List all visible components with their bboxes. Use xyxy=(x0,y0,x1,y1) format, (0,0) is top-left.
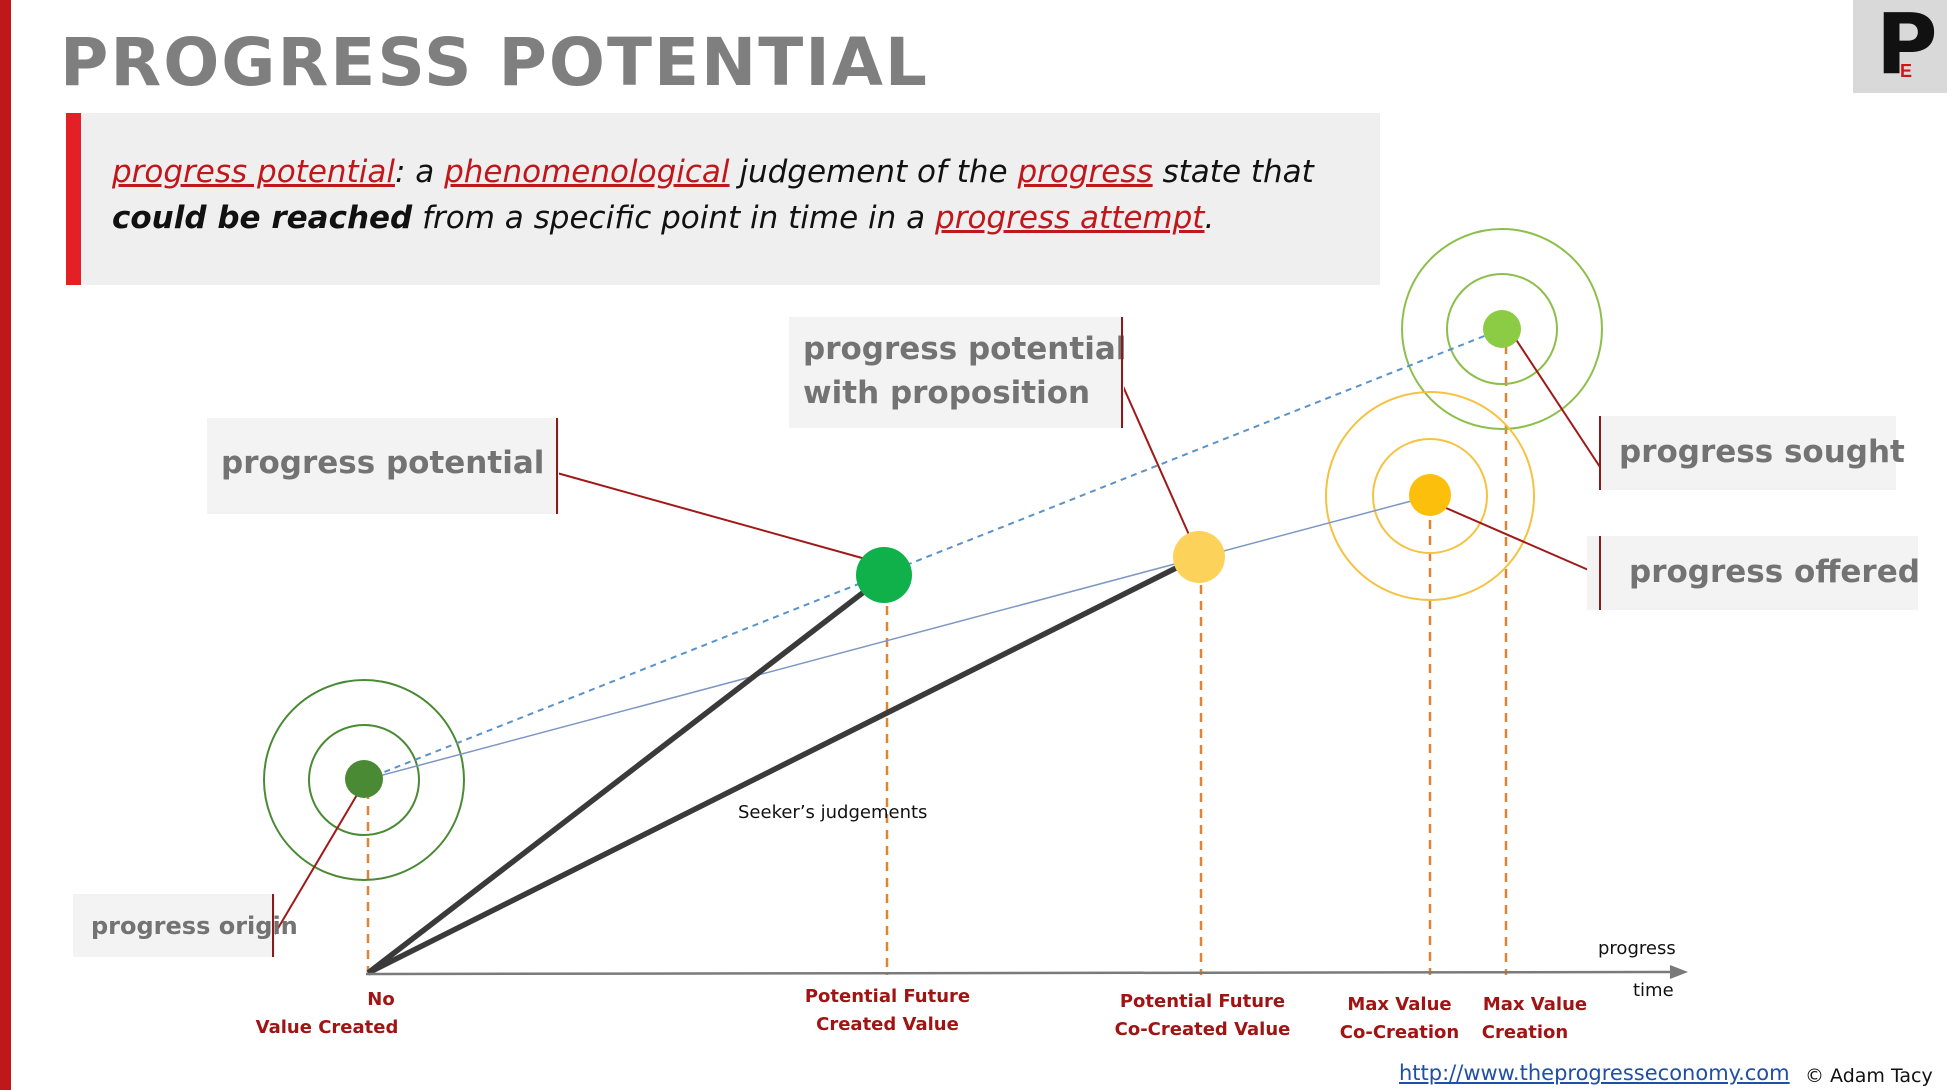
callout-line-sought xyxy=(1514,337,1601,468)
progress-origin-node xyxy=(345,760,383,798)
tick-label-max-cocreation: Max Value Co-Creation xyxy=(1339,994,1460,1043)
logo-letter: P xyxy=(1876,0,1938,93)
tick-label-max-creation: Max Value Creation xyxy=(1481,994,1588,1043)
term-link-progress-potential[interactable]: progress potential xyxy=(112,154,395,190)
progress-proposition-node xyxy=(1173,531,1225,583)
progress-sought-node xyxy=(1483,310,1521,348)
label-progress-sought: progress sought xyxy=(1599,416,1905,490)
time-axis-line xyxy=(365,970,1677,976)
term-link-progress[interactable]: progress xyxy=(1017,154,1153,190)
term-link-progress-attempt[interactable]: progress attempt xyxy=(935,200,1205,236)
sought-inner-ring xyxy=(1446,273,1558,385)
logo-sub-letter: E xyxy=(1900,61,1913,81)
label-progress-potential: progress potential xyxy=(207,418,559,514)
sought-outer-ring xyxy=(1401,228,1603,430)
term-link-phenomenological[interactable]: phenomenological xyxy=(444,154,730,190)
definition-accent-bar xyxy=(66,113,81,285)
axis-label-progress: progress xyxy=(1598,938,1676,959)
callout-line-potential xyxy=(556,472,881,564)
offered-outer-ring xyxy=(1325,391,1535,601)
seeker-judgement-line-potential xyxy=(366,575,884,976)
callout-line-origin xyxy=(273,782,365,936)
offered-thin-line xyxy=(363,495,1431,781)
label-progress-offered: progress offered xyxy=(1587,536,1920,610)
footer-copyright: © Adam Tacy xyxy=(1805,1065,1933,1087)
page-title: PROGRESS POTENTIAL xyxy=(60,24,929,101)
callout-line-offered xyxy=(1445,507,1601,576)
label-progress-origin: progress origin xyxy=(73,894,298,957)
seeker-judgement-line-proposition xyxy=(366,554,1200,976)
origin-outer-ring xyxy=(263,679,465,881)
progress-offered-node xyxy=(1409,474,1451,516)
tick-label-potential-cocreated: Potential Future Co-Created Value xyxy=(1114,991,1291,1040)
tick-label-no-value: No Value Created xyxy=(255,989,399,1038)
definition-box: progress potential: a phenomenological j… xyxy=(66,113,1380,285)
label-progress-potential-proposition: progress potential with proposition xyxy=(789,317,1126,428)
left-accent-bar xyxy=(0,0,11,1090)
definition-emphasis: could be reached xyxy=(112,200,413,236)
time-axis-arrowhead xyxy=(1670,965,1688,979)
axis-label-time: time xyxy=(1633,980,1674,1001)
tick-label-potential-created: Potential Future Created Value xyxy=(804,986,971,1035)
callout-line-proposition xyxy=(1121,383,1191,538)
seeker-judgements-label: Seeker’s judgements xyxy=(738,802,928,823)
progress-potential-node xyxy=(856,547,912,603)
definition-text: progress potential: a phenomenological j… xyxy=(112,154,1314,236)
origin-inner-ring xyxy=(308,724,420,836)
footer-website-link[interactable]: http://www.theprogresseconomy.com xyxy=(1399,1061,1790,1085)
brand-logo: P E xyxy=(1853,0,1947,93)
offered-inner-ring xyxy=(1372,438,1488,554)
